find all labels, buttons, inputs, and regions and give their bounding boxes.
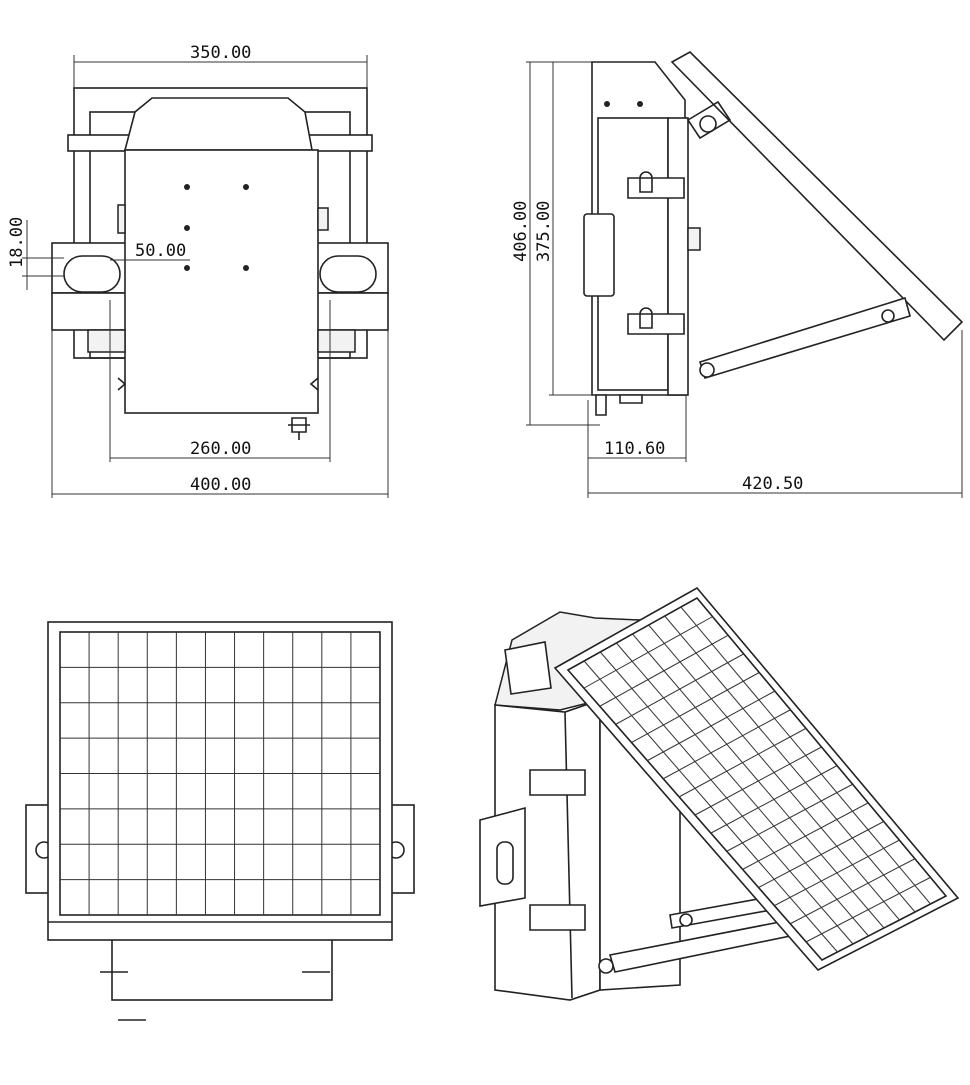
side-view: 406.00 375.00 110.60 420.50 [511,51,964,498]
panel-front-view [25,621,415,1021]
dim-depth-overall: 420.50 [742,474,803,494]
grid-line [758,821,884,888]
dim-width-top: 350.00 [190,43,251,63]
dim-height-box: 375.00 [534,201,554,262]
grid-line [678,727,807,798]
grid-line [615,653,744,725]
grid-line [774,839,900,907]
dim-slot-offset: 50.00 [135,241,186,261]
solar-panel-frame [47,621,393,941]
dim-slot-height: 18.00 [7,217,27,268]
dim-width-overall: 400.00 [190,475,251,495]
grid-line [710,765,838,834]
slot-left [63,255,121,293]
grid-line [647,690,776,762]
grid-line [790,858,916,925]
grid-line [805,876,931,943]
solar-panel-side [670,51,964,342]
dim-mount-width: 260.00 [190,439,251,459]
dim-depth-box: 110.60 [604,439,665,459]
dim-height-overall: 406.00 [511,201,531,262]
grid-line [583,616,713,689]
slot-right [319,255,377,293]
grid-line [631,672,760,743]
grid-line [694,746,822,816]
grid-line [726,783,853,852]
grid-line [663,709,791,780]
grid-line [599,634,729,707]
enclosure-front [124,149,319,414]
iso-cell-grid [583,606,931,953]
front-view: 350.00 18.00 50.00 260.00 400.00 [7,43,389,498]
solar-cell-grid [60,632,380,915]
grid-line [742,802,869,870]
isometric-view [479,586,960,1001]
